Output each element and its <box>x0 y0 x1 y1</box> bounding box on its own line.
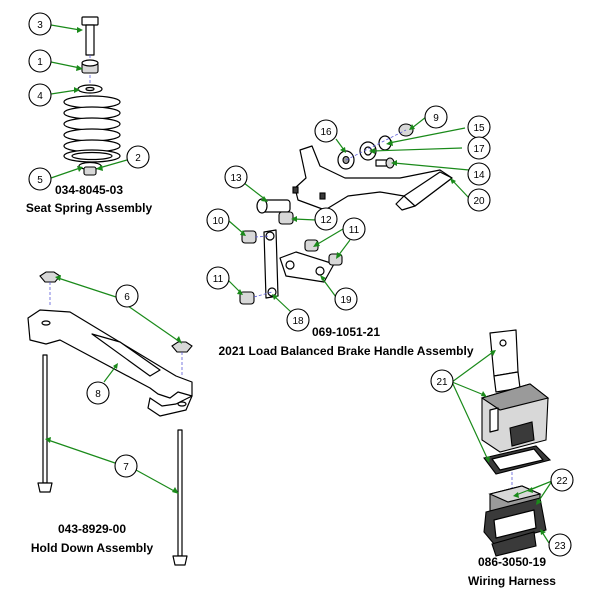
callout-6: 6 <box>115 284 139 308</box>
brake-handle-part-number: 069-1051-21 <box>312 325 380 339</box>
wiring-harness-assembly: 21 22 23 086-3050-19 Wiring Harness <box>430 329 574 588</box>
link-part <box>263 229 279 299</box>
wiring-harness-part-number: 086-3050-19 <box>478 555 546 569</box>
coil-spring-part <box>63 95 121 163</box>
callout-20: 20 <box>467 188 491 212</box>
callout-18: 18 <box>286 308 310 332</box>
wiring-harness-title: Wiring Harness <box>468 574 556 588</box>
svg-text:15: 15 <box>473 123 485 134</box>
hold-down-part-number: 043-8929-00 <box>58 522 126 536</box>
svg-text:4: 4 <box>37 91 43 102</box>
svg-text:12: 12 <box>320 215 332 226</box>
callout-1: 1 <box>28 49 52 73</box>
svg-text:13: 13 <box>230 173 242 184</box>
callout-9: 9 <box>424 105 448 129</box>
svg-text:9: 9 <box>433 113 439 124</box>
callout-11-upper: 11 <box>342 217 366 241</box>
svg-text:19: 19 <box>340 295 352 306</box>
svg-text:21: 21 <box>436 377 448 388</box>
callout-8: 8 <box>86 381 110 405</box>
callout-23: 23 <box>548 533 572 557</box>
hold-down-title: Hold Down Assembly <box>31 541 154 555</box>
callout-22: 22 <box>550 468 574 492</box>
svg-text:18: 18 <box>292 316 304 327</box>
callout-16: 16 <box>314 119 338 143</box>
callout-2: 2 <box>126 145 150 169</box>
svg-text:17: 17 <box>473 144 485 155</box>
svg-text:7: 7 <box>123 462 129 473</box>
relay-cover-part <box>480 383 550 453</box>
callout-7: 7 <box>114 454 138 478</box>
mounting-bracket-part <box>489 329 521 393</box>
svg-text:11: 11 <box>213 274 224 285</box>
pin-part <box>256 198 291 214</box>
hold-down-bracket-part <box>27 309 193 417</box>
svg-text:16: 16 <box>320 127 332 138</box>
svg-text:14: 14 <box>473 170 485 181</box>
plate-part <box>279 251 335 283</box>
callout-13: 13 <box>224 165 248 189</box>
svg-text:8: 8 <box>95 389 101 400</box>
brake-handle-part <box>292 145 453 211</box>
brake-handle-title: 2021 Load Balanced Brake Handle Assembly <box>219 344 474 358</box>
nut-part <box>81 59 99 74</box>
svg-text:2: 2 <box>135 153 141 164</box>
relay-block-part <box>483 485 547 557</box>
svg-text:3: 3 <box>37 20 43 31</box>
svg-text:22: 22 <box>556 476 568 487</box>
seat-spring-assembly: 3 1 4 5 2 034-8045-03 Seat Spring Assemb… <box>26 12 153 215</box>
callout-14: 14 <box>467 162 491 186</box>
callout-21: 21 <box>430 369 454 393</box>
callout-17: 17 <box>467 136 491 160</box>
svg-text:6: 6 <box>124 292 130 303</box>
callout-15: 15 <box>467 115 491 139</box>
svg-text:5: 5 <box>37 175 43 186</box>
bolt-part <box>81 16 99 56</box>
callout-10: 10 <box>206 208 230 232</box>
seat-spring-title: Seat Spring Assembly <box>26 201 153 215</box>
callout-4: 4 <box>28 83 52 107</box>
callout-5: 5 <box>28 167 52 191</box>
svg-text:1: 1 <box>37 57 43 68</box>
wing-nut-part <box>39 271 193 353</box>
callout-12: 12 <box>314 207 338 231</box>
seat-spring-part-number: 034-8045-03 <box>55 183 123 197</box>
callout-11-lower: 11 <box>206 266 230 290</box>
brake-handle-assembly: 13 10 12 11 11 18 19 16 9 15 17 <box>206 105 491 358</box>
svg-text:20: 20 <box>473 196 485 207</box>
svg-text:11: 11 <box>349 225 360 236</box>
hold-down-assembly: 6 8 7 043-8929-00 Hold Down Assembly <box>27 271 193 566</box>
svg-text:23: 23 <box>554 541 566 552</box>
callout-3: 3 <box>28 12 52 36</box>
callout-19: 19 <box>334 287 358 311</box>
svg-text:10: 10 <box>212 216 224 227</box>
